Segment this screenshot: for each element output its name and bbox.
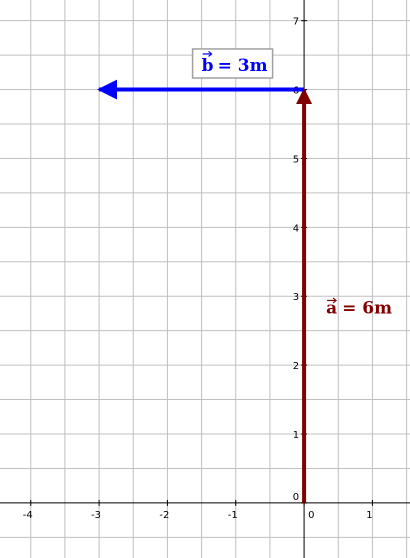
y-tick-label: 7 [293, 17, 299, 28]
tick-labels: -4-3-2-10101234567 [23, 17, 373, 521]
x-tick-label: -2 [159, 510, 169, 521]
y-tick-label: 2 [293, 361, 299, 372]
vector-b-label: b= 3m [191, 48, 274, 79]
x-tick-label: -1 [228, 510, 238, 521]
vector-overarrow-head [208, 50, 213, 57]
y-tick-label: 1 [293, 430, 299, 441]
vector-b-symbol: b [202, 56, 214, 76]
vectors [97, 79, 313, 503]
x-tick-label: -3 [91, 510, 101, 521]
vector-a-label: a= 6m [326, 297, 392, 318]
x-tick-label: 1 [366, 510, 372, 521]
y-tick-label: 5 [293, 154, 299, 165]
vector-overarrow-head [332, 297, 338, 304]
vector-a-magnitude: = 6m [342, 298, 392, 318]
x-tick-label: -4 [23, 510, 33, 521]
x-tick-label: 0 [308, 510, 314, 521]
vector-b-magnitude: = 3m [218, 56, 268, 76]
vector-a-symbol: a [326, 298, 337, 318]
y-tick-label: 4 [293, 223, 299, 234]
vector-labels: a= 6m b= 3m [191, 48, 392, 318]
y-tick-label: 0 [293, 492, 299, 503]
y-tick-label: 3 [293, 292, 299, 303]
